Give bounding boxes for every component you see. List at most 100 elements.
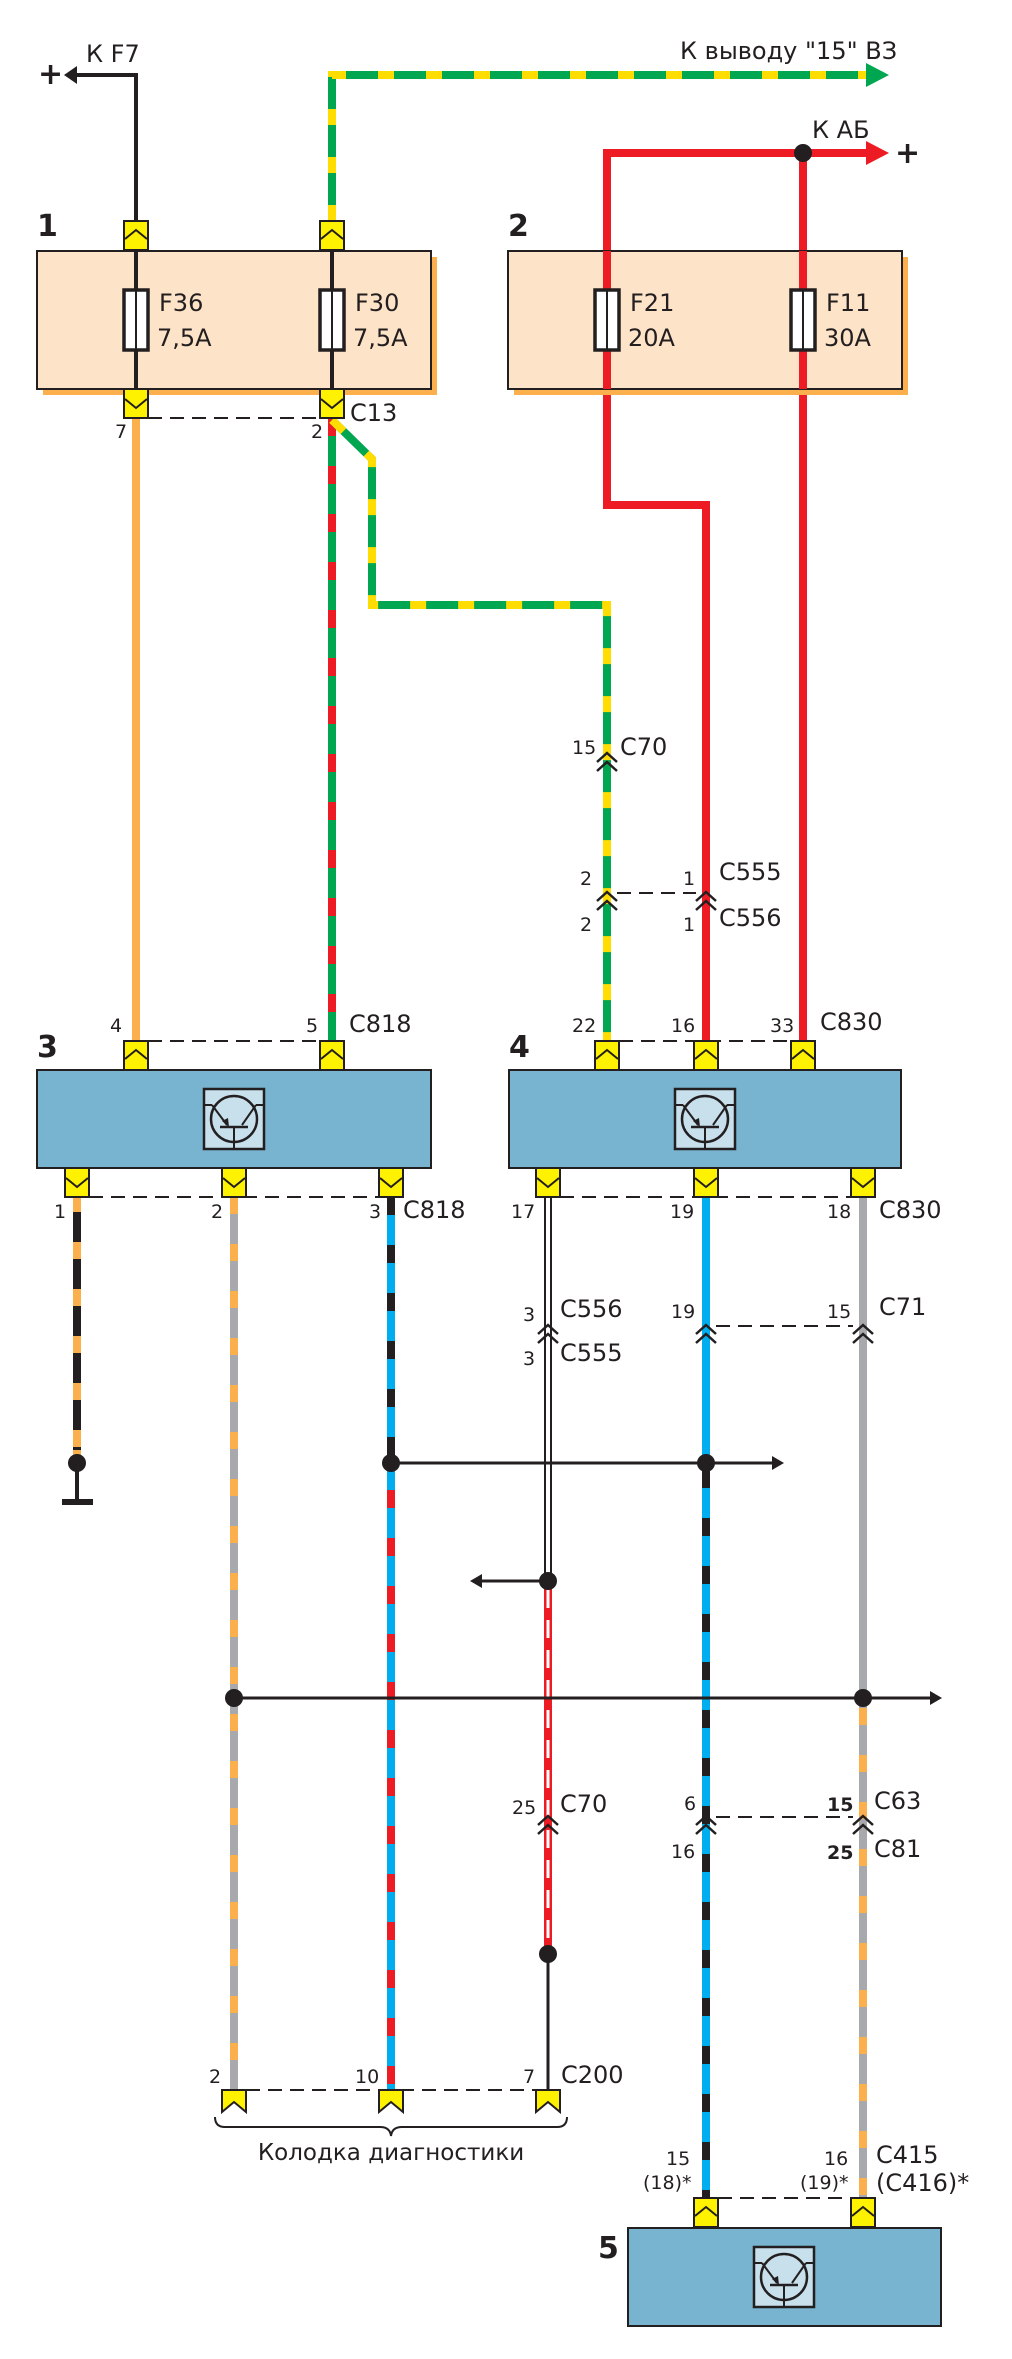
- pin-number: 17: [511, 1201, 535, 1223]
- connector-label: C555: [719, 858, 782, 886]
- connector-pin: [378, 2089, 404, 2113]
- fuse-name: F21: [630, 289, 674, 317]
- transistor-icon: [752, 2245, 816, 2309]
- fuse-rating: 20A: [628, 324, 676, 352]
- connector-label-alt: (C416)*: [876, 2169, 969, 2197]
- arrow-right-icon: [866, 63, 889, 87]
- connector-label: C818: [403, 1196, 466, 1224]
- block-number: 3: [37, 1030, 58, 1065]
- pin-number: 18: [827, 1201, 851, 1223]
- pin-number: 3: [523, 1348, 535, 1370]
- pin-number: 15: [666, 2148, 690, 2170]
- pin-number: 4: [110, 1015, 122, 1037]
- connector-label: C70: [620, 733, 667, 761]
- pin-number: 1: [54, 1201, 66, 1223]
- connector-label: C70: [560, 1790, 607, 1818]
- fuse-icon: [593, 288, 621, 352]
- pin-number: 2: [209, 2066, 221, 2088]
- wires: [62, 63, 942, 2198]
- pin-number: 3: [369, 1201, 381, 1223]
- brace-icon: [214, 2116, 568, 2137]
- labels: + К F7 К выводу "15" ВЗ К АБ + C13 7 2 C…: [38, 37, 969, 2197]
- module-5: 5: [598, 2197, 942, 2327]
- block-number: 4: [509, 1030, 530, 1065]
- connector-pin: [594, 1040, 620, 1071]
- module-3: 3: [36, 1030, 432, 1198]
- pin-number: 6: [684, 1793, 696, 1815]
- connector-label: C830: [820, 1008, 883, 1036]
- connector-label: C81: [874, 1835, 921, 1863]
- wire-ignition-feed: [328, 71, 866, 221]
- connector-pin: [850, 1167, 876, 1198]
- pin-number: 15: [827, 1301, 851, 1323]
- block-number: 2: [508, 209, 529, 244]
- wire-f7-feed: [72, 73, 138, 221]
- block-number: 1: [37, 209, 58, 244]
- pin-number-alt: (19)*: [800, 2172, 849, 2194]
- connector-label: C13: [350, 399, 397, 427]
- fuse-rating: 30A: [824, 324, 872, 352]
- pin-number: 3: [523, 1304, 535, 1326]
- connector-label: C818: [349, 1010, 412, 1038]
- connector-pin: [850, 2197, 876, 2228]
- fuse-rating: 7,5A: [353, 324, 408, 352]
- pin-number: 7: [523, 2066, 535, 2088]
- pin-number: 15: [827, 1794, 853, 1816]
- fuse-icon: [318, 288, 346, 352]
- to-f7-label: К F7: [86, 40, 140, 68]
- connector-pin: [378, 1167, 404, 1198]
- arrow-left-icon: [64, 66, 77, 84]
- connector-pin: [123, 388, 149, 419]
- pin-number: 33: [770, 1015, 794, 1037]
- arrow-right-icon: [930, 1691, 942, 1705]
- connector-label: C71: [879, 1293, 926, 1321]
- fuse-icon: [789, 288, 817, 352]
- connector-pin: [221, 1167, 247, 1198]
- connector-label: C555: [560, 1339, 623, 1367]
- fuse-name: F30: [355, 289, 399, 317]
- connector-pin: [319, 388, 345, 419]
- arrow-left-icon: [470, 1574, 482, 1588]
- plus-sign: +: [895, 136, 920, 171]
- transistor-icon: [202, 1087, 266, 1151]
- pin-number: 19: [671, 1301, 695, 1323]
- pin-number: 2: [311, 421, 323, 443]
- connector-pin: [123, 220, 149, 251]
- connector-label: C830: [879, 1196, 942, 1224]
- fuse-rating: 7,5A: [157, 324, 212, 352]
- to-ignition-label: К выводу "15" ВЗ: [680, 37, 897, 65]
- pin-number: 2: [211, 1201, 223, 1223]
- connector-pin: [319, 1040, 345, 1071]
- connector-label: C556: [560, 1295, 623, 1323]
- fuse-name: F36: [159, 289, 203, 317]
- pin-number-alt: (18)*: [643, 2172, 692, 2194]
- wire-battery-feed: [603, 149, 866, 251]
- arrow-right-icon: [772, 1456, 784, 1470]
- connector-label: C415: [876, 2141, 939, 2169]
- pin-number: 15: [572, 737, 596, 759]
- pin-number: 1: [683, 914, 695, 936]
- pin-number: 1: [683, 868, 695, 890]
- connector-pin: [123, 1040, 149, 1071]
- fuse-box-2: 2 F21 20A F11 30A: [507, 209, 908, 395]
- connector-label: C63: [874, 1787, 921, 1815]
- connector-pin: [693, 1167, 719, 1198]
- connector-pin: [221, 2089, 247, 2113]
- connector-label: C556: [719, 904, 782, 932]
- block-number: 5: [598, 2231, 619, 2266]
- to-battery-label: К АБ: [812, 116, 870, 144]
- connector-label: C200: [561, 2061, 624, 2089]
- fuse-name: F11: [826, 289, 870, 317]
- pin-number: 2: [580, 868, 592, 890]
- pin-number: 25: [512, 1797, 536, 1819]
- transistor-icon: [673, 1087, 737, 1151]
- arrow-right-icon: [866, 141, 889, 165]
- diagnostic-connector: Колодка диагностики: [214, 2089, 568, 2166]
- pin-number: 22: [572, 1015, 596, 1037]
- pin-number: 25: [827, 1842, 853, 1864]
- pin-number: 2: [580, 914, 592, 936]
- wire-f21-out: [603, 389, 710, 1041]
- connector-pin: [693, 2197, 719, 2228]
- pin-number: 16: [671, 1015, 695, 1037]
